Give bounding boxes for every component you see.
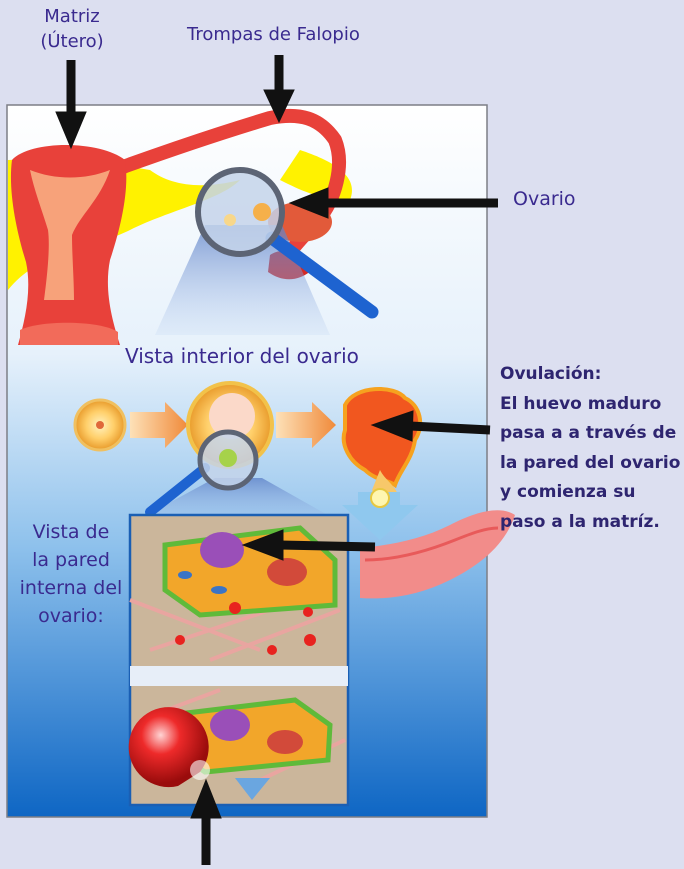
lens-follicle: [253, 203, 271, 221]
mitochondria-top-2: [211, 586, 227, 594]
ovulacion-title: Ovulación:: [500, 360, 680, 390]
follicle-stage-1-egg: [96, 421, 104, 429]
pared-line-2: la pared: [12, 546, 130, 574]
label-matriz-line1: Matriz: [34, 4, 110, 29]
ovulacion-line-1: El huevo maduro: [500, 390, 680, 420]
label-matriz: Matriz (Útero): [34, 4, 110, 54]
lens-follicle-2: [224, 214, 236, 226]
label-vista-interior: Vista interior del ovario: [125, 343, 359, 369]
released-egg: [371, 489, 389, 507]
cell-wall-divider: [130, 666, 348, 686]
label-trompas: Trompas de Falopio: [187, 22, 360, 48]
cell-nucleus-bottom: [210, 709, 250, 741]
label-ovulacion: Ovulación: El huevo maduro pasa a a trav…: [500, 360, 680, 537]
pared-line-4: ovario:: [12, 602, 130, 630]
egg-highlight: [190, 760, 210, 780]
ovary-cell-top: [165, 528, 335, 615]
ovulacion-line-4: y comienza su: [500, 478, 680, 508]
label-matriz-line2: (Útero): [34, 29, 110, 54]
pared-line-1: Vista de: [12, 518, 130, 546]
label-ovario: Ovario: [513, 186, 576, 212]
cell-organelle-bottom: [267, 730, 303, 754]
cell-organelle-top: [267, 558, 307, 586]
label-pared: Vista de la pared interna del ovario:: [12, 518, 130, 630]
ovulacion-line-2: pasa a a través de: [500, 419, 680, 449]
ovulacion-line-3: la pared del ovario: [500, 449, 680, 479]
mitochondria-top: [178, 571, 192, 579]
pared-line-3: interna del: [12, 574, 130, 602]
ovulacion-line-5: paso a la matríz.: [500, 508, 680, 538]
cell-nucleus-top: [200, 532, 244, 568]
small-lens-egg: [219, 449, 237, 467]
